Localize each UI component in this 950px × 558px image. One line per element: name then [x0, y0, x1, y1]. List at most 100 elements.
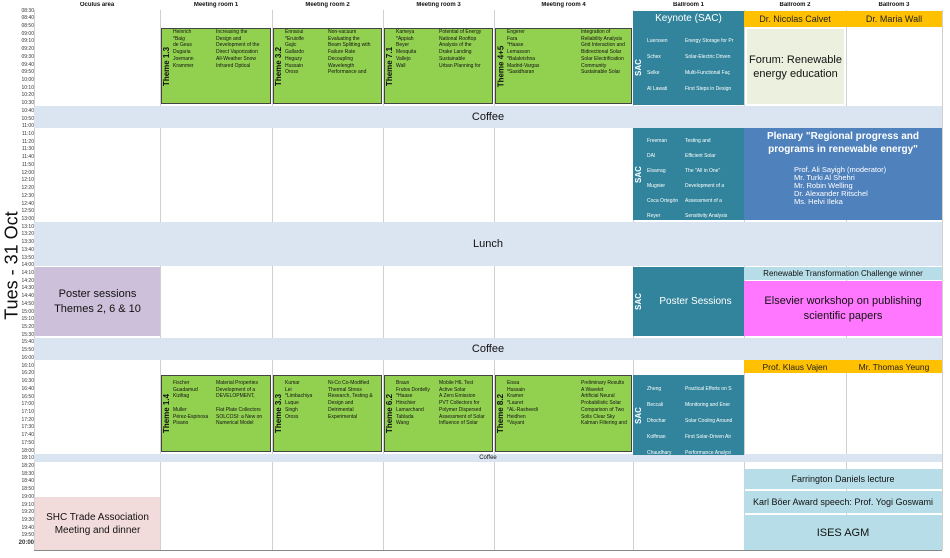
time-label: 18:50	[21, 486, 34, 493]
time-label: 11:30	[21, 146, 34, 153]
column-divider	[34, 10, 35, 550]
coffee-break-afternoon: Coffee	[34, 338, 942, 360]
time-label: 08:40	[21, 15, 34, 22]
column-divider	[494, 10, 495, 550]
time-label: 17:00	[21, 401, 34, 408]
header-meeting-room-4: Meeting room 4	[541, 2, 586, 8]
session-label: Theme 8.2	[496, 393, 506, 434]
lunch-break: Lunch	[34, 222, 942, 266]
time-label: 09:30	[21, 53, 34, 60]
time-label: 19:20	[21, 509, 34, 516]
time-label: 09:50	[21, 69, 34, 76]
time-label: 12:10	[21, 177, 34, 184]
column-divider	[272, 10, 273, 550]
shc-trade-association-dinner[interactable]: SHC Trade Association Meeting and dinner	[35, 497, 160, 550]
time-label: 09:40	[21, 61, 34, 68]
header-oculus-area: Oculus area	[79, 2, 115, 8]
time-label: 13:30	[21, 239, 34, 246]
time-label: 13:50	[21, 254, 34, 261]
sac-label: SAC	[633, 406, 643, 424]
column-divider	[383, 10, 384, 550]
farrington-daniels-lecture[interactable]: Farrington Daniels lecture	[744, 469, 942, 489]
time-label: 13:00	[21, 215, 34, 222]
time-label: 16:20	[21, 370, 34, 377]
time-label: 18:20	[21, 462, 34, 469]
time-label: 14:20	[21, 277, 34, 284]
session-label: Theme 7.1	[385, 46, 395, 86]
time-label: 19:50	[21, 532, 34, 539]
coffee-break-morning: Coffee	[34, 106, 942, 128]
time-label: 15:30	[21, 331, 34, 338]
time-label: 15:20	[21, 324, 34, 331]
renewable-challenge-winner[interactable]: Renewable Transformation Challenge winne…	[744, 267, 942, 280]
time-label: 12:30	[21, 192, 34, 199]
time-label: 10:10	[21, 84, 34, 91]
time-label: 11:50	[21, 161, 34, 168]
time-label: 10:40	[21, 107, 34, 114]
forum-renewable-energy-education[interactable]: Forum: Renewable energy education	[747, 29, 844, 104]
karl-boer-award-speech[interactable]: Karl Böer Award speech: Prof. Yogi Goswa…	[744, 491, 942, 513]
time-label: 14:00	[21, 262, 34, 269]
column-divider	[160, 10, 161, 550]
column-divider	[846, 10, 847, 550]
session-label: Theme 3.3	[274, 393, 284, 434]
time-label: 16:50	[21, 393, 34, 400]
sac-poster-session[interactable]: SAC Poster Sessions	[633, 267, 744, 336]
time-label: 12:20	[21, 185, 34, 192]
time-label: 10:30	[21, 100, 34, 107]
time-label: 17:20	[21, 416, 34, 423]
time-label: 17:10	[21, 408, 34, 415]
time-label: 09:20	[21, 46, 34, 53]
time-label: 17:30	[21, 424, 34, 431]
plenary-session[interactable]: Plenary "Regional progress and programs …	[744, 128, 942, 220]
time-label: 08:30	[21, 7, 34, 14]
poster-sessions-oculus[interactable]: Poster sessions Themes 2, 6 & 10	[35, 267, 160, 336]
time-label: 15:10	[21, 316, 34, 323]
time-label: 15:50	[21, 347, 34, 354]
session-label: Theme 3.2	[274, 46, 284, 86]
time-label: 17:40	[21, 432, 34, 439]
ises-agm[interactable]: ISES AGM	[744, 515, 942, 550]
time-label: 16:40	[21, 385, 34, 392]
speaker-header-vajen: Prof. Klaus Vajen	[744, 360, 846, 373]
coffee-break-evening: Coffee	[34, 454, 942, 462]
session-label: Theme 1.3	[162, 46, 172, 86]
session-label: Theme 6.2	[385, 393, 395, 434]
time-label: 11:10	[21, 131, 34, 138]
time-label: 19:40	[21, 524, 34, 531]
time-label: 12:50	[21, 208, 34, 215]
column-divider	[942, 10, 943, 550]
time-label: 10:50	[21, 115, 34, 122]
elsevier-workshop[interactable]: Elsevier workshop on publishing scientif…	[744, 281, 942, 336]
speaker-header-calvet: Dr. Nicolas Calvet	[744, 11, 846, 27]
time-label: 19:30	[21, 517, 34, 524]
